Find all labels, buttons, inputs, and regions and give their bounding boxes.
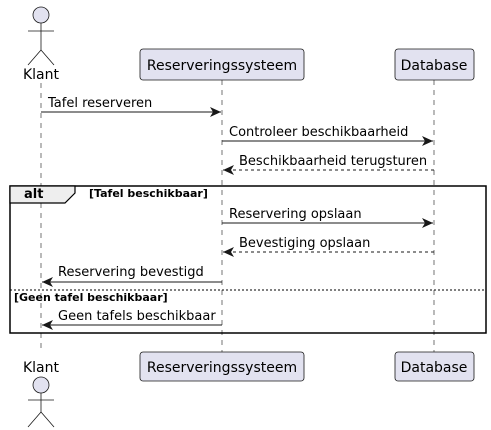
message-label: Bevestiging opslaan [239,236,370,251]
message-label: Geen tafels beschikbaar [58,309,216,324]
participant-label-database: Database [401,360,468,376]
alt-fragment: alt [Tafel beschikbaar] [Geen tafel besc… [9,185,487,334]
message-label: Reservering opslaan [229,207,362,222]
message-label: Tafel reserveren [47,96,152,111]
actor-icon [27,6,55,66]
message-7: Geen tafels beschikbaar [42,309,222,330]
message-label: Controleer beschikbaarheid [229,125,408,140]
participant-database-bottom: Database [394,351,475,382]
message-label: Reservering bevestigd [58,265,204,280]
participant-database-top: Database [394,48,475,81]
message-6: Reservering bevestigd [42,265,222,287]
message-4: Reservering opslaan [222,207,433,228]
fragment-header [9,185,76,204]
message-label: Beschikbaarheid terugsturen [239,154,427,169]
participant-reserveringssysteem-bottom: Reserveringssysteem [139,351,305,382]
participant-label-reserveringssysteem: Reserveringssysteem [147,58,297,74]
actor-icon [27,376,55,428]
actor-label-klant: Klant [23,360,60,376]
fragment-keyword: alt [24,187,43,202]
fragment-condition-1: [Tafel beschikbaar] [89,187,208,200]
message-1: Tafel reserveren [41,96,221,117]
participant-label-reserveringssysteem: Reserveringssysteem [147,360,297,376]
actor-klant-bottom: Klant [23,360,60,428]
message-2: Controleer beschikbaarheid [222,125,433,146]
message-3: Beschikbaarheid terugsturen [223,154,434,175]
participant-label-database: Database [401,58,468,74]
participant-reserveringssysteem-top: Reserveringssysteem [139,48,305,81]
fragment-condition-2: [Geen tafel beschikbaar] [14,291,168,304]
actor-klant-top: Klant [23,6,60,83]
actor-label-klant: Klant [23,67,60,83]
message-5: Bevestiging opslaan [223,236,434,257]
